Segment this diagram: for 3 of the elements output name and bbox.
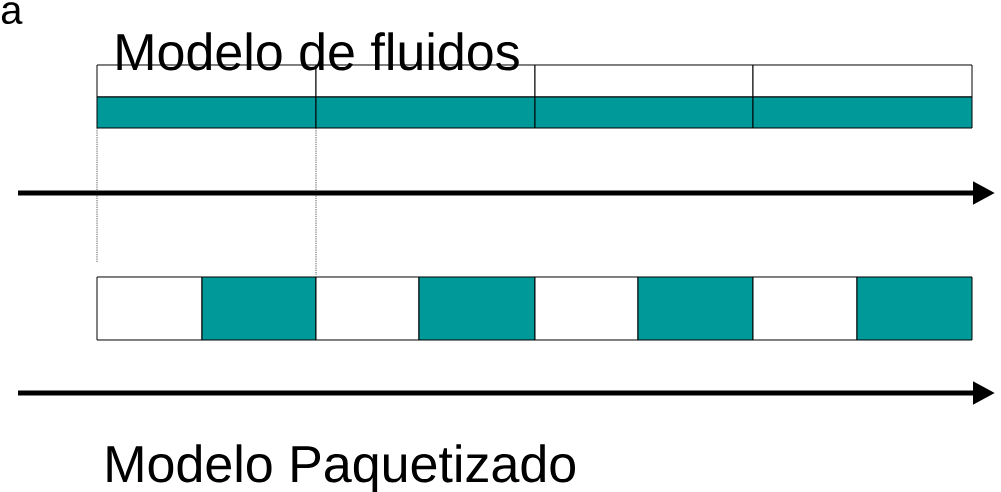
heading: Modelo de fluidos: [117, 32, 519, 71]
heading: Modelo Paquetizado: [107, 444, 575, 492]
partial-letter: a: [1, 2, 23, 25]
